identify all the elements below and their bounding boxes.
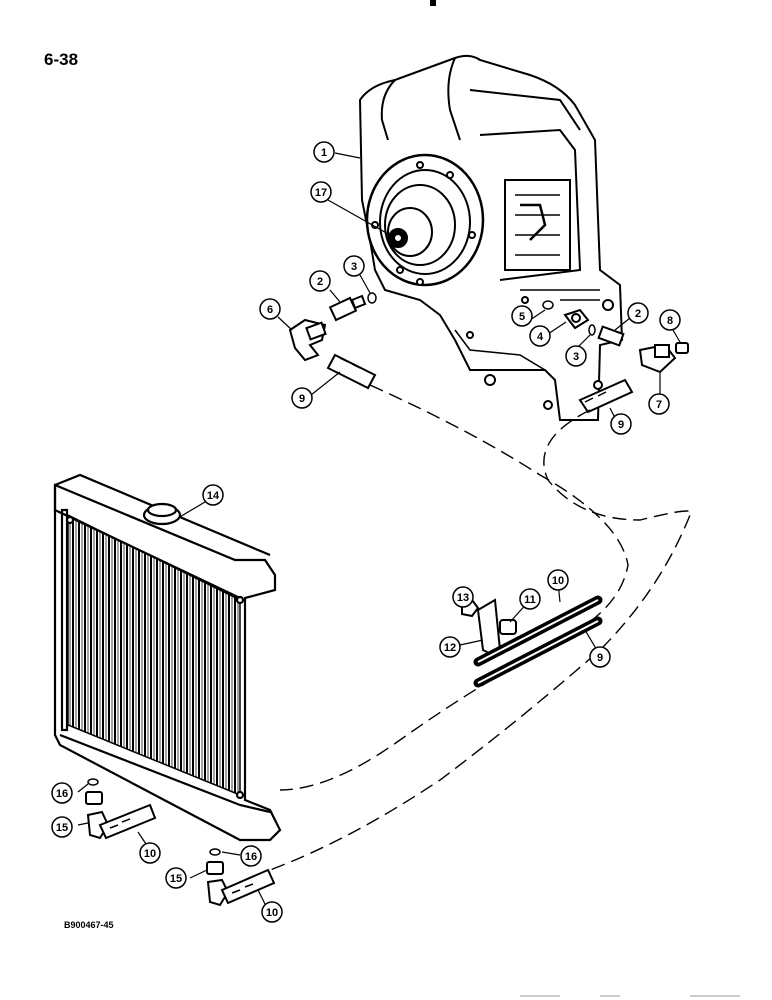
o-ring-3-left: [367, 292, 377, 304]
hose-fitting-10-upper: [578, 378, 634, 414]
callout-17: 17: [310, 181, 332, 203]
fitting-adapter-4: [563, 308, 590, 330]
page-number: 6-38: [44, 50, 79, 69]
callout-1: 1: [313, 141, 335, 163]
adapter-15-right: [206, 861, 224, 875]
svg-text:11: 11: [524, 594, 536, 606]
callout-10-bracket: 10: [547, 569, 569, 591]
callout-15-right: 15: [165, 867, 187, 889]
elbow-fitting-right: [206, 868, 276, 907]
svg-text:9: 9: [299, 393, 305, 405]
svg-text:12: 12: [444, 642, 456, 654]
callout-6: 6: [259, 298, 281, 320]
fitting-adapter-2-right: [597, 325, 625, 347]
svg-text:15: 15: [56, 822, 68, 834]
callout-14: 14: [202, 484, 224, 506]
oil-cooler-radiator: [53, 473, 282, 842]
adapter-15-left: [85, 791, 103, 805]
callout-9-upper: 9: [291, 387, 313, 409]
svg-text:16: 16: [56, 788, 68, 800]
plug-8: [675, 342, 689, 354]
callout-10-upper: 9: [610, 413, 632, 435]
svg-text:3: 3: [351, 261, 357, 273]
callout-9-lower: 10: [139, 842, 161, 864]
callout-3-left: 3: [343, 255, 365, 277]
hose-fitting-9-upper: [326, 353, 377, 390]
callout-13: 13: [452, 586, 474, 608]
leader-lines: [77, 152, 681, 911]
svg-text:3: 3: [573, 351, 579, 363]
svg-text:10: 10: [552, 575, 564, 587]
callout-15-left: 15: [51, 816, 73, 838]
callout-16-right: 16: [240, 845, 262, 867]
figure-reference: B900467-45: [64, 920, 114, 930]
elbow-fitting-left: [86, 803, 157, 840]
callout-10-lower: 10: [261, 901, 283, 923]
hose-9: [473, 616, 603, 688]
clamp-11: [499, 619, 517, 635]
callout-7: 7: [648, 393, 670, 415]
svg-text:1: 1: [321, 147, 327, 159]
svg-text:9: 9: [597, 652, 603, 664]
top-cutoff-mark: [430, 0, 436, 6]
svg-text:2: 2: [317, 276, 323, 288]
o-ring-3-right: [588, 324, 596, 336]
svg-text:5: 5: [519, 311, 525, 323]
callout-11: 11: [519, 588, 541, 610]
svg-text:16: 16: [245, 851, 257, 863]
o-ring-16-left: [87, 778, 99, 786]
svg-text:17: 17: [315, 187, 327, 199]
callout-12: 12: [439, 636, 461, 658]
svg-text:7: 7: [656, 399, 662, 411]
hose-bracket-12: [476, 598, 502, 657]
svg-text:13: 13: [457, 592, 469, 604]
callout-2-right: 2: [627, 302, 649, 324]
callout-3-right: 3: [565, 345, 587, 367]
svg-text:6: 6: [267, 304, 273, 316]
callout-16-left: 16: [51, 782, 73, 804]
hose-10: [473, 595, 603, 667]
svg-text:14: 14: [207, 490, 220, 502]
callout-8: 8: [659, 309, 681, 331]
svg-text:2: 2: [635, 308, 641, 320]
callout-4: 4: [529, 325, 551, 347]
callout-9-bracket: 9: [589, 646, 611, 668]
transmission-housing: [358, 54, 624, 421]
fitting-tee-7: [638, 343, 677, 374]
svg-text:10: 10: [144, 848, 156, 860]
fitting-adapter-2-left: [328, 294, 367, 322]
svg-text:8: 8: [667, 315, 673, 327]
svg-text:9: 9: [618, 419, 624, 431]
callout-2-left: 2: [309, 270, 331, 292]
callout-5: 5: [511, 305, 533, 327]
svg-text:10: 10: [266, 907, 278, 919]
o-ring-16-right: [209, 848, 221, 856]
svg-text:15: 15: [170, 873, 182, 885]
svg-text:4: 4: [537, 331, 544, 343]
hose-routing-lines: [269, 384, 693, 871]
fitting-elbow-6: [288, 318, 327, 362]
o-ring-5: [542, 300, 554, 310]
